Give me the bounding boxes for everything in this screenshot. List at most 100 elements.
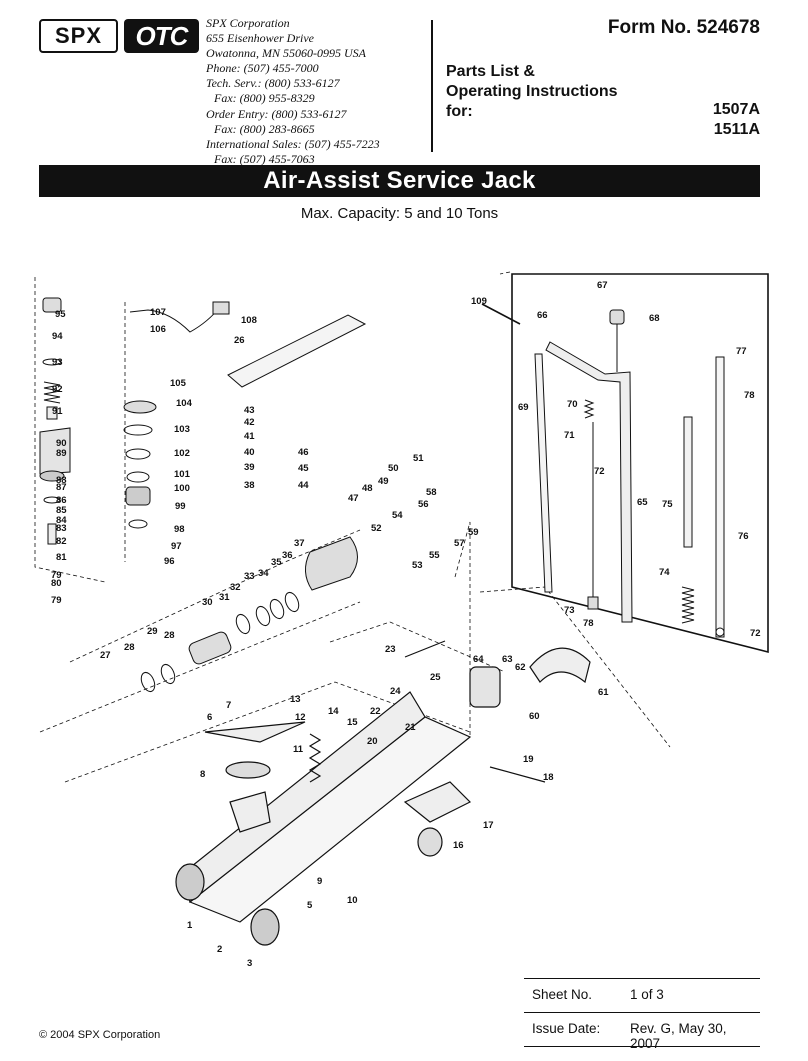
part-label: 6 (207, 712, 212, 723)
part-label: 25 (430, 672, 441, 683)
pump-assembly-box (481, 273, 769, 654)
part-label: 35 (271, 557, 282, 568)
address-line: Order Entry: (800) 533-6127 (206, 106, 347, 121)
handle-assembly (534, 309, 725, 638)
part-label: 1 (187, 920, 193, 931)
part-label: 2 (217, 944, 222, 955)
address-line: Owatonna, MN 55060-0995 USA (206, 46, 366, 61)
header-divider (431, 20, 433, 152)
part-label: 12 (295, 712, 306, 723)
part-label: 91 (52, 406, 63, 417)
part-label: 98 (174, 524, 185, 535)
part-label: 72 (750, 628, 761, 639)
part-label: 18 (543, 772, 554, 783)
part-label: 63 (502, 654, 513, 665)
parts-list-line: Parts List & (446, 63, 535, 80)
part-label: 58 (426, 487, 437, 498)
part-label: 33 (244, 571, 255, 582)
part-label: 16 (453, 840, 464, 851)
part-label: 67 (597, 280, 608, 291)
part-label: 105 (170, 378, 187, 389)
part-label: 57 (454, 538, 465, 549)
part-label: 60 (529, 711, 540, 722)
address-line: Fax: (800) 955-8329 (214, 91, 315, 106)
part-label: 85 (56, 505, 67, 516)
assembly-leader-lines (34, 271, 671, 783)
jack-frame (175, 640, 591, 946)
part-label: 79 (51, 595, 62, 606)
part-label: 46 (298, 447, 309, 458)
part-label: 20 (367, 736, 378, 747)
cylinder-stack (39, 297, 71, 545)
sheet-no-row: Sheet No. 1 of 3 (524, 978, 760, 1012)
part-label: 22 (370, 706, 381, 717)
exploded-parts-diagram: 1 2 3 4 5 6 7 8 9 10 11 12 13 14 15 16 1… (34, 271, 769, 967)
part-label: 107 (150, 307, 166, 318)
part-label: 83 (56, 523, 67, 534)
part-label: 48 (362, 483, 373, 494)
issue-date-value: Rev. G, May 30, 2007 (630, 1021, 727, 1051)
part-label: 42 (244, 417, 255, 428)
part-label: 95 (55, 309, 66, 320)
document-title: Air-Assist Service Jack (39, 165, 760, 197)
part-label: 77 (736, 346, 747, 357)
ram-assembly (140, 536, 358, 693)
part-label: 64 (473, 654, 484, 665)
model-number: 1507A (712, 101, 760, 118)
part-label: 8 (200, 769, 205, 780)
part-label: 26 (234, 335, 245, 346)
part-label: 100 (174, 483, 190, 494)
part-label: 106 (150, 324, 166, 335)
part-label: 43 (244, 405, 255, 416)
part-label: 75 (662, 499, 673, 510)
part-label: 15 (347, 717, 358, 728)
part-label: 45 (298, 463, 309, 474)
part-label: 34 (258, 568, 269, 579)
part-label: 9 (317, 876, 322, 887)
table-rule (524, 1012, 760, 1013)
part-label: 55 (429, 550, 440, 561)
part-label: 7 (226, 700, 231, 711)
reservoir-stack (123, 301, 230, 529)
part-label: 88 (56, 475, 67, 486)
part-label: 47 (348, 493, 359, 504)
copyright-notice: © 2004 SPX Corporation (39, 1029, 161, 1041)
part-label: 78 (744, 390, 755, 401)
part-label: 80 (51, 578, 62, 589)
part-label: 14 (328, 706, 339, 717)
part-label: 28 (124, 642, 135, 653)
part-label: 68 (649, 313, 660, 324)
part-label: 50 (388, 463, 399, 474)
capacity-text: Max. Capacity: 5 and 10 Tons (300, 205, 499, 222)
address-line: Fax: (800) 283-8665 (214, 121, 315, 136)
address-line: SPX Corporation (206, 16, 290, 30)
part-label: 108 (241, 315, 257, 326)
part-label: 29 (147, 626, 158, 637)
part-label: 70 (567, 399, 578, 410)
part-labels: 1 2 3 4 5 6 7 8 9 10 11 12 13 14 15 16 1… (51, 280, 761, 967)
model-numbers: 1507A 1511A (680, 100, 760, 140)
sheet-no-label: Sheet No. (532, 987, 593, 1002)
address-line: Fax: (507) 455-7063 (214, 151, 315, 166)
part-label: 102 (174, 448, 190, 459)
spx-logo: SPX (39, 19, 118, 53)
model-number: 1511A (713, 121, 760, 138)
part-label: 24 (390, 686, 401, 697)
address-line: Phone: (507) 455-7000 (206, 61, 319, 76)
part-label: 74 (659, 567, 670, 578)
part-label: 19 (523, 754, 534, 765)
otc-logo: OTC (124, 19, 199, 53)
part-label: 38 (244, 480, 255, 491)
address-line: Tech. Serv.: (800) 533-6127 (206, 76, 340, 91)
part-label: 66 (537, 310, 548, 321)
part-label: 5 (307, 900, 313, 911)
parts-list-heading: Parts List & Operating Instructions for: (446, 62, 618, 122)
part-label: 72 (594, 466, 605, 477)
part-label: 61 (598, 687, 609, 698)
part-label: 10 (347, 895, 358, 906)
part-label: 59 (468, 527, 479, 538)
part-label: 94 (52, 331, 63, 342)
part-label: 17 (483, 820, 494, 831)
address-line: 655 Eisenhower Drive (206, 31, 314, 46)
chassis-plate (227, 314, 367, 388)
